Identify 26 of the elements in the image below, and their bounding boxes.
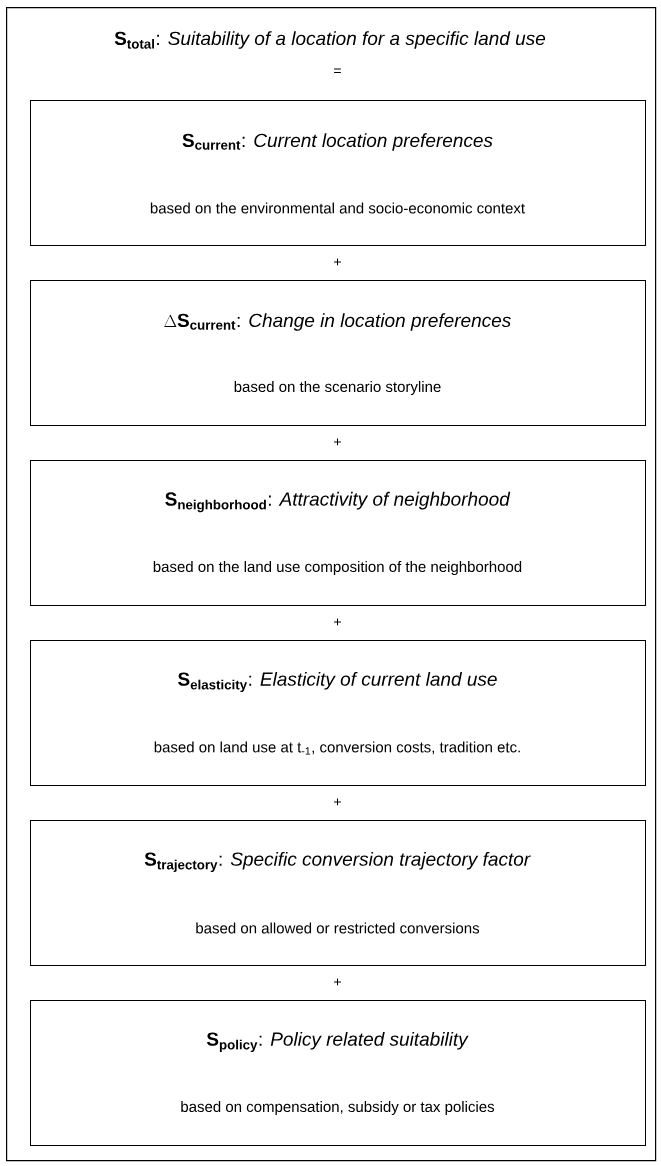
box-description: based on allowed or restricted conversions (196, 922, 480, 934)
operator-sign: + (334, 618, 341, 626)
box-description: based on the environmental and socio-economic context (150, 202, 525, 214)
heading: $\text{\textbf{S}}_{\text{\textbf{total}}}\text{: \textit{Suitability of a location for a specific land use}}$ (114, 31, 546, 49)
box-description: based on the land use composition of the neighborhood (153, 561, 522, 575)
operator-sign: + (334, 978, 341, 986)
text-box (30, 100, 646, 246)
text-box (30, 820, 646, 966)
box-heading: $\text{\textbf{S}}_{\text{\textbf{policy}}}\text{: \textit{Policy related suitability}}$ (206, 1031, 469, 1053)
box-heading: $\text{\textbf{S}}_{\text{\textbf{current}}}\text{: \textit{Current location preferences}}$ (182, 133, 493, 151)
box-heading: $\text{\textbf{S}}_{\text{\textbf{elasticity}}}\text{: \textit{Elasticity of current land use}}$ (178, 671, 497, 693)
box-description: based on compensation, subsidy or tax policies (181, 1101, 495, 1115)
box-heading: $\text{\textbf{S}}_{\text{\textbf{trajectory}}}\text{: \textit{Specific conversion trajectory factor}}$ (144, 851, 531, 873)
text-box (30, 640, 646, 786)
box-description: based on the scenario storyline (234, 381, 441, 395)
frame-box (6, 7, 657, 1162)
box-heading: $\text{\textbf{S}}_{\text{\textbf{neighborhood}}}\text{: \textit{Attractivity of neighborhood}}$ (165, 491, 511, 513)
operator-sign: + (334, 798, 341, 806)
text-box (30, 280, 646, 426)
operator-sign: = (334, 68, 341, 74)
operator-sign: + (334, 258, 341, 266)
text-box (30, 1000, 646, 1146)
operator-sign: + (334, 438, 341, 446)
box-heading: $\Delta\text{\textbf{S}}_{\text{\textbf{current}}}\text{: \textit{Change in location preferences}}$ (164, 313, 511, 331)
text-box (30, 460, 646, 606)
box-description: based on land use at t$_{-1}$, conversion costs, tradition etc. (154, 741, 520, 755)
